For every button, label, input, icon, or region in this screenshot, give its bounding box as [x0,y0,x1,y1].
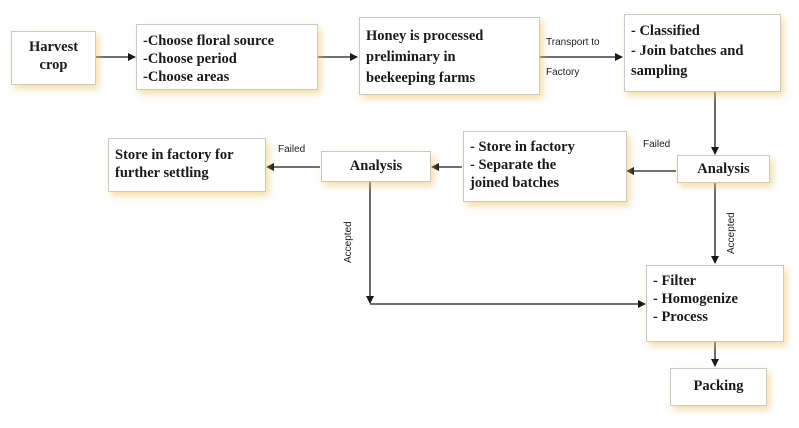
box-analysis-mid: Analysis [321,151,431,182]
store-separate-line-1: - Store in factory [470,139,575,155]
label-accepted-right: Accepted [726,212,737,254]
box-honey-processed: Honey is processed preliminary in beekee… [359,17,540,95]
analysis-right-label: Analysis [697,161,750,177]
honey-line-3: beekeeping farms [366,70,476,86]
classified-line-3: sampling [631,63,688,79]
filter-line-1: - Filter [653,273,697,289]
store-settling-line-2: further settling [115,165,209,181]
box-choose: -Choose floral source -Choose period -Ch… [136,24,318,90]
store-settling-line-1: Store in factory for [115,147,234,163]
analysis-mid-label: Analysis [349,158,403,174]
store-separate-line-3: joined batches [470,175,560,191]
harvest-line-2: crop [39,57,68,73]
choose-line-2: -Choose period [143,51,237,67]
box-store-settling: Store in factory for further settling [108,138,266,192]
choose-line-1: -Choose floral source [143,33,275,49]
honey-line-2: preliminary in [366,49,456,65]
label-failed-right: Failed [643,139,671,150]
classified-line-2: - Join batches and [631,43,744,59]
box-filter-process: - Filter - Homogenize - Process [646,265,784,342]
filter-line-3: - Process [653,309,708,325]
box-classified: - Classified - Join batches and sampling [624,14,781,92]
label-transport-to: Transport to [546,37,600,48]
box-harvest-crop: Harvest crop [11,31,96,85]
classified-line-1: - Classified [631,23,700,39]
harvest-line-1: Harvest [28,39,79,55]
filter-line-2: - Homogenize [653,291,738,307]
honey-line-1: Honey is processed [366,28,484,44]
choose-line-3: -Choose areas [143,69,230,85]
label-failed-mid: Failed [278,144,306,155]
box-packing: Packing [670,368,767,406]
label-factory: Factory [546,67,580,78]
label-accepted-mid: Accepted [343,221,354,263]
box-analysis-right: Analysis [677,155,770,183]
box-store-separate: - Store in factory - Separate the joined… [463,131,627,202]
packing-label: Packing [693,378,744,394]
store-separate-line-2: - Separate the [470,157,557,173]
